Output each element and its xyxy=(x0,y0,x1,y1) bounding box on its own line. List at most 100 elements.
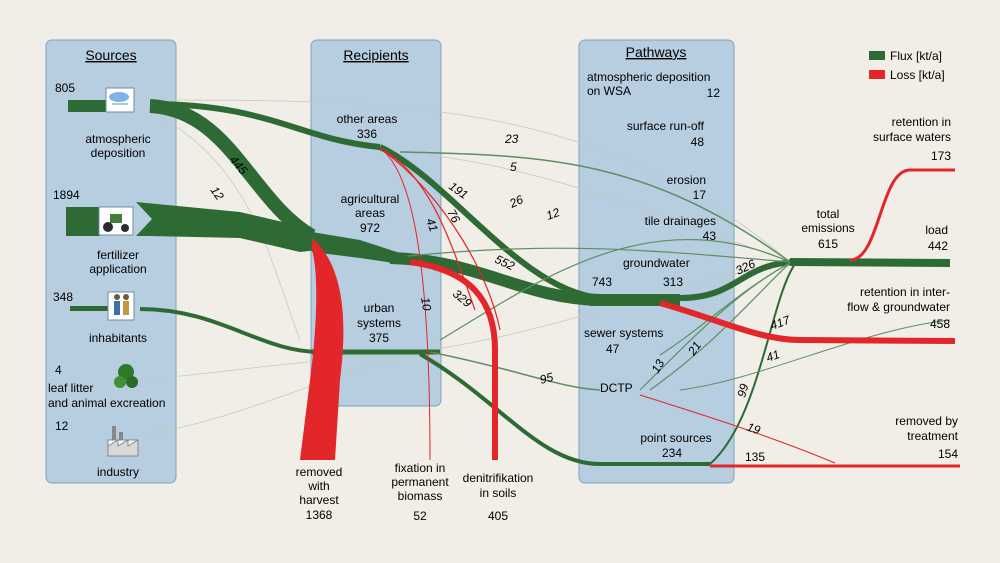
surface-runoff-value: 48 xyxy=(691,135,705,149)
legend-loss-swatch xyxy=(869,70,885,79)
tile-drainages-value: 43 xyxy=(703,229,717,243)
total-emissions-value: 615 xyxy=(818,237,838,251)
inhabitants-label: inhabitants xyxy=(89,331,147,345)
sewer-systems-label: sewer systems xyxy=(584,326,663,340)
other-areas-label: other areas xyxy=(337,112,398,126)
fertilizer-label-1: fertilizer xyxy=(97,248,139,262)
flow-label-13: 13 xyxy=(648,357,667,376)
retention-sw-label-2: surface waters xyxy=(873,130,951,144)
sewer-systems-value: 47 xyxy=(606,342,620,356)
denitrification-label-2: in soils xyxy=(480,486,517,500)
retention-sw-label-1: retention in xyxy=(892,115,951,129)
agricultural-label-2: areas xyxy=(355,206,385,220)
pathways-header: Pathways xyxy=(626,44,687,60)
flow-label-19: 19 xyxy=(745,420,763,438)
fertilizer-value: 1894 xyxy=(53,188,80,202)
total-emissions-label-1: total xyxy=(817,207,840,221)
flow-label-417: 417 xyxy=(768,312,793,332)
inhabitants-value: 348 xyxy=(53,290,73,304)
flux-flows xyxy=(66,99,951,466)
flow-label-10: 10 xyxy=(418,296,434,312)
retention-sw-value: 173 xyxy=(931,149,951,163)
harvest-label-2: with xyxy=(307,479,329,493)
flow-label-23: 23 xyxy=(504,132,519,146)
flow-label-95: 95 xyxy=(538,370,555,387)
agricultural-label-1: agricultural xyxy=(341,192,400,206)
atmospheric-deposition-value: 805 xyxy=(55,81,75,95)
flow-label-26: 26 xyxy=(506,192,525,211)
atm-wsa-label-2: on WSA xyxy=(587,84,631,98)
fixation-label-1: fixation in xyxy=(395,461,446,475)
cloud-icon xyxy=(105,87,135,113)
point-sources-label: point sources xyxy=(640,431,711,445)
factory-icon xyxy=(107,426,139,457)
erosion-value: 17 xyxy=(693,188,707,202)
agricultural-value: 972 xyxy=(360,221,380,235)
flow-label-41b: 41 xyxy=(764,347,781,365)
pathways-panel xyxy=(578,39,735,484)
atm-wsa-label-1: atmospheric deposition xyxy=(587,70,710,84)
flow-label-135: 135 xyxy=(745,450,765,464)
legend-loss-label: Loss [kt/a] xyxy=(890,68,945,82)
loss-flows xyxy=(300,147,960,468)
removed-treatment-label-1: removed by xyxy=(895,414,958,428)
dctp-label: DCTP xyxy=(600,381,633,395)
leaf-litter-value: 4 xyxy=(55,363,62,377)
fixation-value: 52 xyxy=(413,509,427,523)
tractor-icon xyxy=(98,206,134,236)
load-value: 442 xyxy=(928,239,948,253)
fixation-label-2: permanent xyxy=(391,475,449,489)
removed-treatment-value: 154 xyxy=(938,447,958,461)
legend-flux-label: Flux [kt/a] xyxy=(890,49,942,63)
sources-panel xyxy=(45,39,177,484)
groundwater-value-out: 313 xyxy=(663,275,683,289)
tree-icon xyxy=(114,364,138,388)
removed-treatment-label-2: treatment xyxy=(907,429,958,443)
leaf-litter-label-2: and animal excreation xyxy=(48,396,165,410)
fixation-label-3: biomass xyxy=(398,489,443,503)
total-emissions-label-2: emissions xyxy=(801,221,854,235)
people-icon xyxy=(107,291,135,321)
fertilizer-arrow xyxy=(66,207,100,236)
urban-value: 375 xyxy=(369,331,389,345)
legend-flux-swatch xyxy=(869,51,885,60)
denitrification-value: 405 xyxy=(488,509,508,523)
flow-label-76: 76 xyxy=(444,207,463,226)
groundwater-label: groundwater xyxy=(623,256,690,270)
tile-drainages-label: tile drainages xyxy=(645,214,716,228)
urban-label-1: urban xyxy=(364,301,395,315)
harvest-label-1: removed xyxy=(296,465,343,479)
industry-label: industry xyxy=(97,465,139,479)
harvest-label-3: harvest xyxy=(299,493,339,507)
atm-wsa-value: 12 xyxy=(707,86,721,100)
groundwater-value-in: 743 xyxy=(592,275,612,289)
erosion-label: erosion xyxy=(667,173,706,187)
legend: Flux [kt/a] Loss [kt/a] xyxy=(869,49,945,82)
surface-runoff-label: surface run-off xyxy=(627,119,705,133)
flow-label-41: 41 xyxy=(423,216,441,233)
point-sources-value: 234 xyxy=(662,446,682,460)
urban-label-2: systems xyxy=(357,316,401,330)
recipients-panel xyxy=(310,39,442,407)
flow-label-5: 5 xyxy=(510,160,517,174)
retention-gw-label-1: retention in inter- xyxy=(860,285,950,299)
atmospheric-deposition-label-2: deposition xyxy=(91,146,146,160)
load-label: load xyxy=(925,223,948,237)
harvest-value: 1368 xyxy=(306,508,333,522)
fertilizer-label-2: application xyxy=(89,262,146,276)
industry-value: 12 xyxy=(55,419,69,433)
minor-flows xyxy=(139,99,791,436)
denitrification-label-1: denitrifikation xyxy=(463,471,534,485)
flow-label-99: 99 xyxy=(734,382,751,399)
leaf-litter-label-1: leaf litter xyxy=(48,381,93,395)
flow-label-12: 12 xyxy=(208,184,227,203)
harvest-loss xyxy=(300,238,344,460)
other-areas-value: 336 xyxy=(357,127,377,141)
flow-label-12b: 12 xyxy=(544,205,562,223)
sources-header: Sources xyxy=(85,47,136,63)
atmospheric-deposition-label-1: atmospheric xyxy=(85,132,150,146)
retention-gw-value: 458 xyxy=(930,317,950,331)
retention-gw-label-2: flow & groundwater xyxy=(847,300,950,314)
flow-label-21: 21 xyxy=(684,339,704,359)
